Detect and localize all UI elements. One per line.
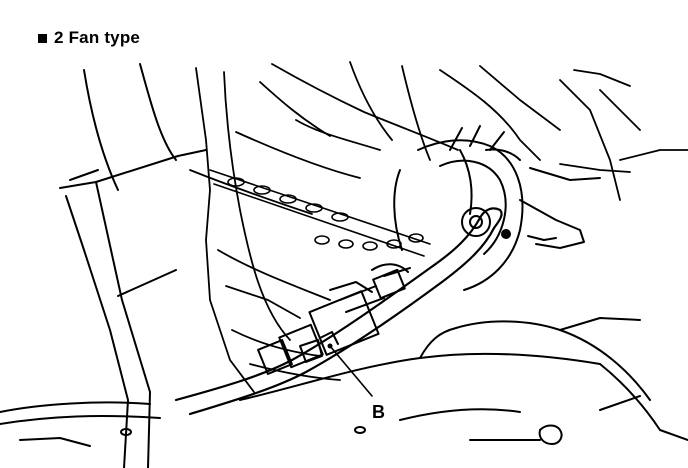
fan-motor-housing: [393, 125, 601, 291]
callout-b-leader: [329, 345, 373, 397]
callout-label-b: B: [372, 402, 385, 422]
shroud-hole-strip: [209, 169, 431, 257]
left-shroud-panel: [59, 63, 207, 468]
fan-shroud: [189, 61, 688, 393]
figure-heading-text: 2 Fan type: [54, 28, 141, 47]
lower-frame: [0, 317, 688, 447]
figure-heading: 2 Fan type: [38, 28, 140, 48]
callout-b: B: [327, 343, 385, 422]
connector-b: [257, 263, 411, 375]
square-bullet-icon: [38, 33, 47, 43]
wire-harness: [174, 207, 503, 416]
